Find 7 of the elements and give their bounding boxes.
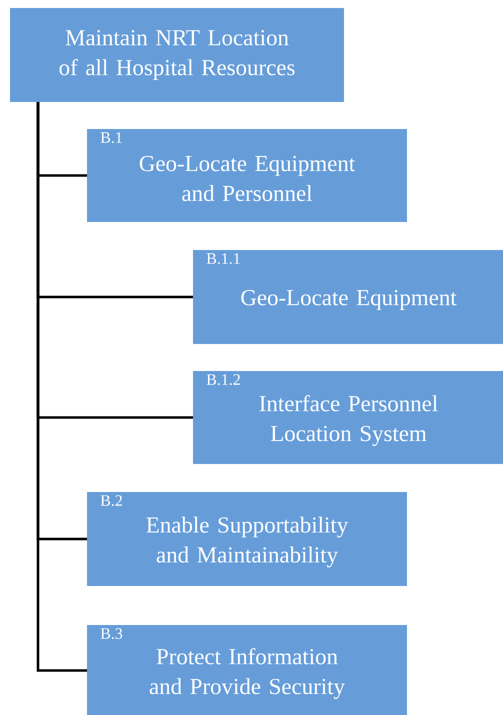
process-box: B.2 Enable Supportability and Maintainability (87, 492, 407, 586)
process-box: B.1.1 Geo-Locate Equipment (193, 250, 503, 344)
process-box: B.3 Protect Information and Provide Security (87, 625, 407, 715)
process-box: B.1.2 Interface Personnel Location System (193, 371, 503, 464)
connector-line (36, 102, 87, 672)
process-box: B.1 Geo-Locate Equipment and Personnel (87, 129, 407, 222)
process-box: Maintain NRT Location of all Hospital Resources (10, 8, 344, 102)
